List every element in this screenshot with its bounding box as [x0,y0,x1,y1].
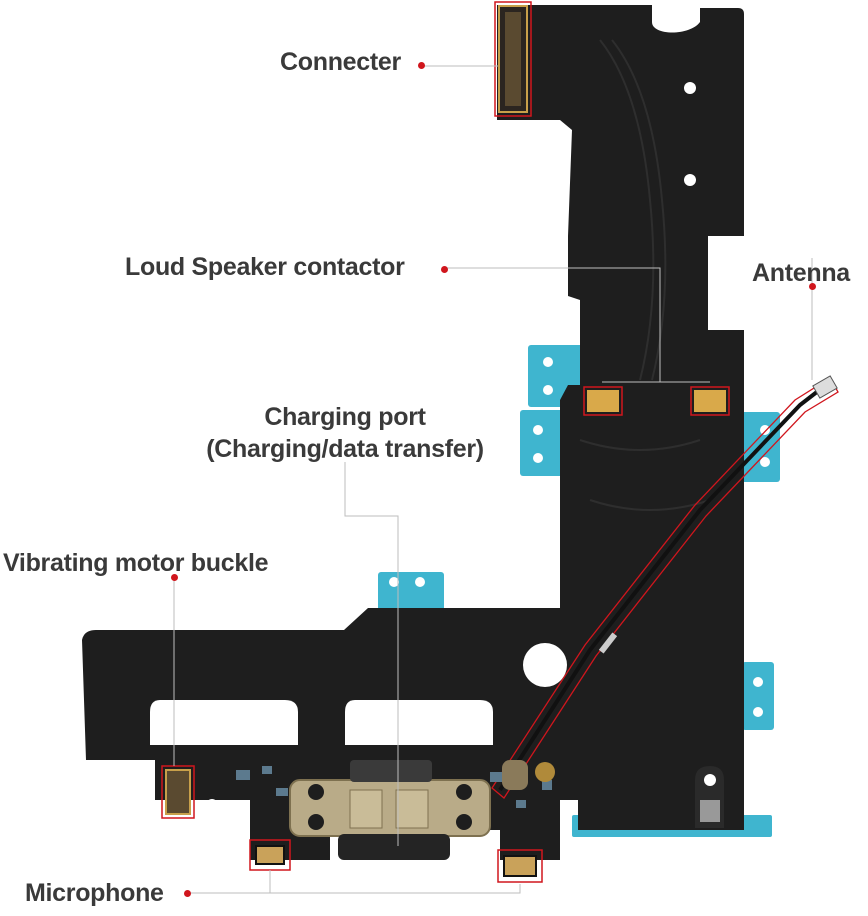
vibration-motor-connector [161,765,195,819]
loud-speaker-label: Loud Speaker contactor [125,253,405,281]
callout-lines [173,65,813,894]
vibrating-motor-dot [171,574,178,581]
microphones [249,839,543,883]
speaker-contacts [583,386,730,416]
connector-label: Connecter [280,48,401,76]
screw-bracket [695,766,724,828]
loud-speaker-dot [441,266,448,273]
charging-port-label-line1: Charging port [264,403,426,431]
microphone-dot [184,890,191,897]
antenna-dot [809,283,816,290]
charging-port-label-line2: (Charging/data transfer) [206,435,484,463]
charging-port [289,760,491,860]
microphone-label: Microphone [25,879,164,907]
board-connector [494,1,532,117]
connector-dot [418,62,425,69]
antenna-cable [491,375,839,799]
vibrating-motor-label: Vibrating motor buckle [3,549,269,577]
antenna-label: Antenna [752,259,850,287]
flex-board [82,5,744,860]
